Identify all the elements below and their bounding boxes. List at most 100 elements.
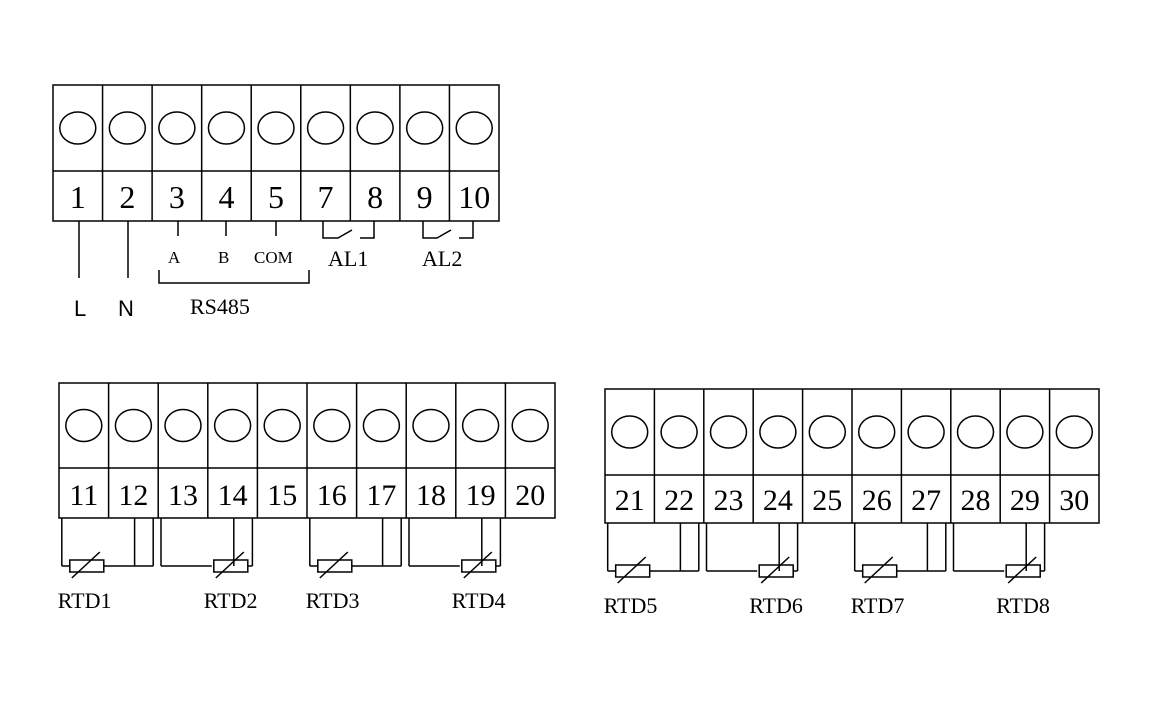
rtd-label: RTD5: [604, 593, 658, 618]
label-RS485: RS485: [190, 294, 250, 319]
screw-icon: [59, 111, 97, 145]
label-A: A: [168, 248, 181, 267]
screw-icon: [108, 111, 147, 145]
label-L: L: [74, 296, 86, 321]
terminal-number: 10: [458, 179, 490, 215]
screw-icon: [1055, 415, 1094, 449]
thermistor-slash: [760, 556, 790, 584]
screw-icon: [709, 415, 748, 449]
screw-icon: [857, 415, 896, 449]
screw-icon: [455, 111, 493, 145]
rtd-sensor-8: RTD8: [952, 523, 1050, 618]
screw-icon: [907, 415, 945, 449]
screw-icon: [362, 408, 401, 443]
rs485-wiring: A B COM RS485: [158, 221, 310, 319]
thermistor-slash: [463, 551, 493, 579]
rtd-sensor-7: RTD7: [851, 523, 947, 618]
rtd-label: RTD8: [996, 593, 1050, 618]
terminal-number: 22: [664, 484, 694, 517]
terminal-number: 24: [763, 484, 793, 517]
resistor-icon: [317, 559, 353, 573]
resistor-icon: [861, 564, 898, 578]
screw-icon: [207, 111, 246, 145]
thermistor-slash: [71, 551, 101, 579]
terminal-number: 16: [317, 479, 347, 512]
relay-al1-contact: [322, 221, 353, 239]
terminal-number: 20: [515, 479, 545, 512]
terminal-number: 5: [268, 179, 284, 215]
rtd-label: RTD4: [452, 588, 506, 613]
terminal-number: 29: [1010, 484, 1040, 517]
thermistor-slash: [1007, 556, 1037, 584]
rtd-label: RTD7: [851, 593, 905, 618]
thermistor-slash: [617, 556, 647, 584]
thermistor-slash: [215, 551, 245, 579]
screw-icon: [164, 408, 202, 443]
rtd-sensor-1: RTD1: [58, 518, 154, 613]
label-AL2: AL2: [422, 246, 462, 271]
screw-icon: [412, 408, 450, 443]
resistor-icon: [1005, 564, 1041, 578]
screw-icon: [511, 408, 549, 443]
rtd-sensor-5: RTD5: [604, 523, 700, 618]
terminal-number: 12: [118, 479, 148, 512]
terminal-number: 17: [366, 479, 396, 512]
screw-icon: [306, 111, 345, 145]
label-N: N: [118, 296, 134, 321]
terminal-number: 19: [466, 479, 496, 512]
terminal-number: 27: [911, 484, 941, 517]
resistor-icon: [758, 564, 794, 578]
rtd-label: RTD1: [58, 588, 112, 613]
label-B: B: [218, 248, 229, 267]
screw-icon: [356, 111, 394, 145]
screw-icon: [610, 415, 649, 449]
power-leads: L N: [74, 221, 134, 321]
rtd-sensor-2: RTD2: [160, 518, 258, 613]
screw-icon: [1006, 415, 1044, 449]
resistor-icon: [213, 559, 249, 573]
terminal-number: 2: [119, 179, 135, 215]
screw-icon: [660, 415, 698, 449]
resistor-icon: [69, 559, 105, 573]
screw-icon: [759, 415, 797, 449]
terminal-number: 15: [267, 479, 297, 512]
rtd-label: RTD6: [749, 593, 803, 618]
rtd-label: RTD3: [306, 588, 360, 613]
relay-al1: AL1: [322, 221, 375, 271]
terminal-number: 28: [961, 484, 991, 517]
resistor-icon: [614, 564, 651, 578]
terminal-number: 14: [218, 479, 248, 512]
terminal-number: 13: [168, 479, 198, 512]
screw-icon: [405, 111, 444, 145]
terminal-number: 23: [714, 484, 744, 517]
rs485-bracket: [158, 270, 310, 284]
rtd-sensor-4: RTD4: [408, 518, 506, 613]
terminal-number: 26: [862, 484, 892, 517]
terminal-number: 11: [69, 479, 98, 512]
terminal-number: 8: [367, 179, 383, 215]
terminal-number: 30: [1059, 484, 1089, 517]
rtd-label: RTD2: [204, 588, 258, 613]
thermistor-slash: [864, 556, 894, 584]
screw-icon: [257, 111, 295, 145]
relay-al2-fixed: [459, 221, 474, 239]
rtd-sensor-6: RTD6: [705, 523, 803, 618]
label-AL1: AL1: [328, 246, 368, 271]
relay-al1-fixed: [360, 221, 375, 239]
relay-al2-contact: [422, 221, 452, 239]
screw-icon: [808, 415, 847, 449]
terminal-number: 3: [169, 179, 185, 215]
label-COM: COM: [254, 248, 293, 267]
terminal-number: 25: [812, 484, 842, 517]
terminal-number: 7: [318, 179, 334, 215]
screw-icon: [461, 408, 500, 443]
screw-icon: [956, 415, 995, 449]
screw-icon: [158, 111, 196, 145]
screw-icon: [213, 408, 252, 443]
terminal-number: 9: [417, 179, 433, 215]
